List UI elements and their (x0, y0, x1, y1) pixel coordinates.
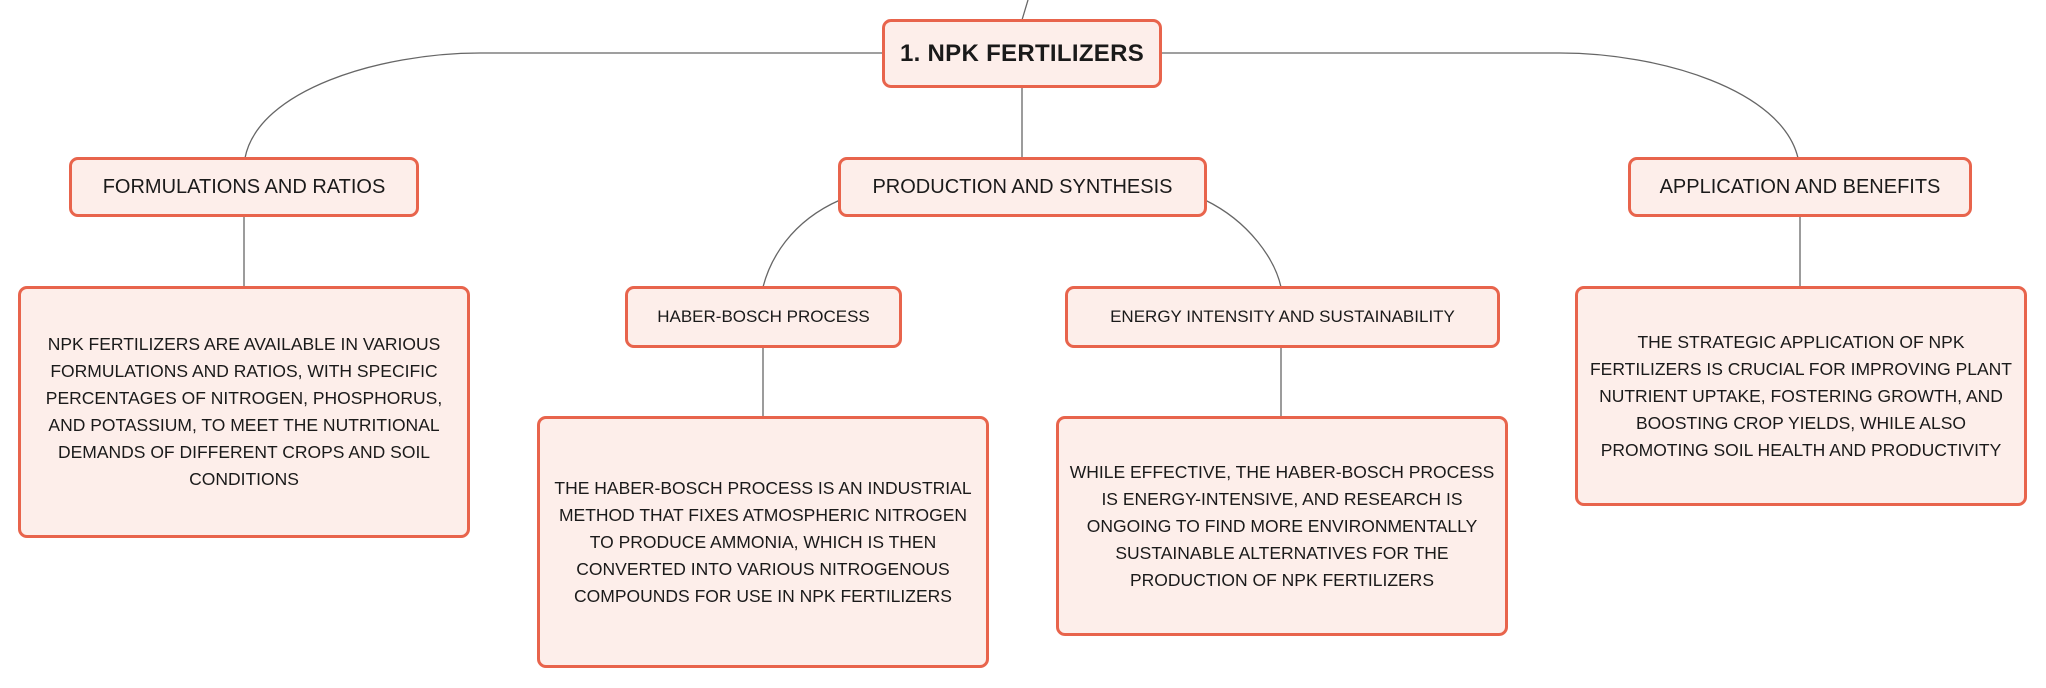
root-node[interactable]: 1. NPK FERTILIZERS (882, 19, 1162, 88)
haber-bosch-description-node[interactable]: THE HABER-BOSCH PROCESS IS AN INDUSTRIAL… (537, 416, 989, 668)
production-node[interactable]: PRODUCTION AND SYNTHESIS (838, 157, 1207, 217)
connector-production-to-energy (1204, 199, 1282, 288)
application-title: APPLICATION AND BENEFITS (1659, 175, 1941, 198)
energy-description-node[interactable]: WHILE EFFECTIVE, THE HABER-BOSCH PROCESS… (1056, 416, 1508, 636)
application-description-node[interactable]: THE STRATEGIC APPLICATION OF NPK FERTILI… (1575, 286, 2027, 506)
haber-bosch-node[interactable]: HABER-BOSCH PROCESS (625, 286, 902, 348)
connector-production-to-haber-bosch (762, 199, 841, 288)
formulations-description-node[interactable]: NPK FERTILIZERS ARE AVAILABLE IN VARIOUS… (18, 286, 470, 538)
energy-title: ENERGY INTENSITY AND SUSTAINABILITY (1110, 307, 1455, 326)
haber-bosch-description: THE HABER-BOSCH PROCESS IS AN INDUSTRIAL… (554, 477, 972, 606)
formulations-title: FORMULATIONS AND RATIOS (102, 175, 386, 198)
connector-root-to-application (1162, 52, 1799, 159)
haber-bosch-title: HABER-BOSCH PROCESS (657, 307, 870, 326)
connector-root-to-formulations (244, 52, 882, 159)
application-description: THE STRATEGIC APPLICATION OF NPK FERTILI… (1589, 331, 2012, 460)
application-node[interactable]: APPLICATION AND BENEFITS (1628, 157, 1972, 217)
connector-parent-to-root (1021, 0, 1029, 21)
formulations-node[interactable]: FORMULATIONS AND RATIOS (69, 157, 419, 217)
energy-description: WHILE EFFECTIVE, THE HABER-BOSCH PROCESS… (1069, 461, 1495, 590)
energy-node[interactable]: ENERGY INTENSITY AND SUSTAINABILITY (1065, 286, 1500, 348)
production-title: PRODUCTION AND SYNTHESIS (872, 175, 1173, 198)
formulations-description: NPK FERTILIZERS ARE AVAILABLE IN VARIOUS… (45, 334, 443, 489)
root-title: 1. NPK FERTILIZERS (899, 39, 1145, 67)
